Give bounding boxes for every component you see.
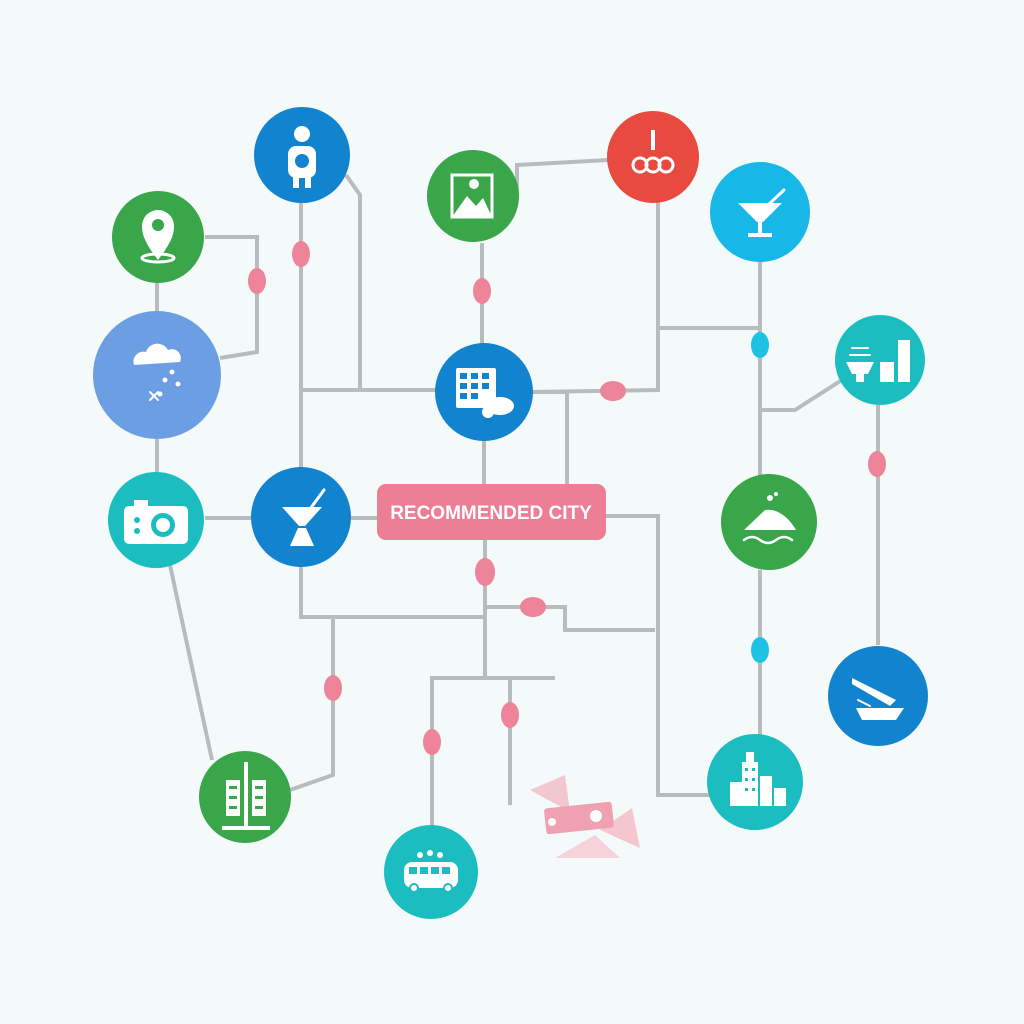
wire-restaurant-down	[531, 200, 660, 394]
pink-dot	[520, 597, 546, 617]
cocktail-icon	[738, 188, 786, 237]
center-label-background	[377, 484, 606, 540]
camera-node[interactable]	[108, 472, 204, 568]
cocktail-node-center[interactable]	[251, 467, 351, 567]
mountain-node[interactable]	[721, 474, 817, 570]
wire-bus-branch	[430, 676, 555, 828]
restaurant-icon	[631, 130, 675, 174]
mountain-icon	[742, 492, 796, 545]
pink-dot	[324, 675, 342, 701]
wire-label-right	[605, 514, 712, 797]
ticket-icon	[544, 801, 614, 835]
boat-node[interactable]	[828, 646, 928, 746]
pink-dot	[292, 241, 310, 267]
connector-dots	[248, 241, 886, 755]
wire-center-right	[485, 605, 655, 632]
cyan-dot	[751, 332, 769, 358]
wire-camera-factory	[168, 564, 214, 761]
person-node[interactable]	[254, 107, 350, 203]
pink-dot	[423, 729, 441, 755]
boat-icon	[852, 678, 904, 720]
connector-wires	[155, 158, 880, 828]
city-skyline-icon	[730, 752, 786, 806]
pink-dot	[868, 451, 886, 477]
pink-dot	[248, 268, 266, 294]
pink-dot	[475, 558, 495, 586]
wire-dining-branch	[760, 376, 847, 412]
calendar-icon	[456, 368, 514, 418]
landscape-node[interactable]	[427, 150, 519, 242]
cyan-dot	[751, 637, 769, 663]
wire-center-grid	[299, 562, 485, 619]
center-label-text: RECOMMENDED CITY	[390, 503, 592, 524]
factory-node[interactable]	[199, 751, 291, 843]
pink-dot	[501, 702, 519, 728]
ticket-node[interactable]	[530, 775, 640, 858]
cocktail-node-top[interactable]	[710, 162, 810, 262]
recommended-city-label[interactable]: RECOMMENDED CITY	[377, 484, 606, 540]
city-skyline-node[interactable]	[707, 734, 803, 830]
calendar-node[interactable]	[435, 343, 533, 441]
weather-cloud-icon	[133, 343, 181, 401]
cocktail-icon	[282, 488, 326, 546]
camera-icon	[124, 500, 188, 544]
pink-dot	[600, 381, 626, 401]
bus-node[interactable]	[384, 825, 478, 919]
location-node[interactable]	[112, 191, 204, 283]
wire-landscape-restaurant	[515, 158, 609, 195]
wire-factory-elbow	[289, 617, 335, 792]
dining-node[interactable]	[835, 315, 925, 405]
person-icon	[288, 126, 316, 188]
wire-calendar-right	[532, 390, 569, 484]
landscape-icon	[450, 173, 494, 219]
restaurant-node[interactable]	[607, 111, 699, 203]
wire-location-elbow	[205, 235, 259, 360]
wire-person-right	[344, 173, 362, 390]
bus-icon	[404, 850, 458, 893]
weather-node[interactable]	[93, 311, 221, 439]
location-pin-icon	[140, 210, 176, 264]
dining-icon	[846, 340, 910, 382]
pink-dot	[473, 278, 491, 304]
factory-icon	[222, 762, 270, 830]
